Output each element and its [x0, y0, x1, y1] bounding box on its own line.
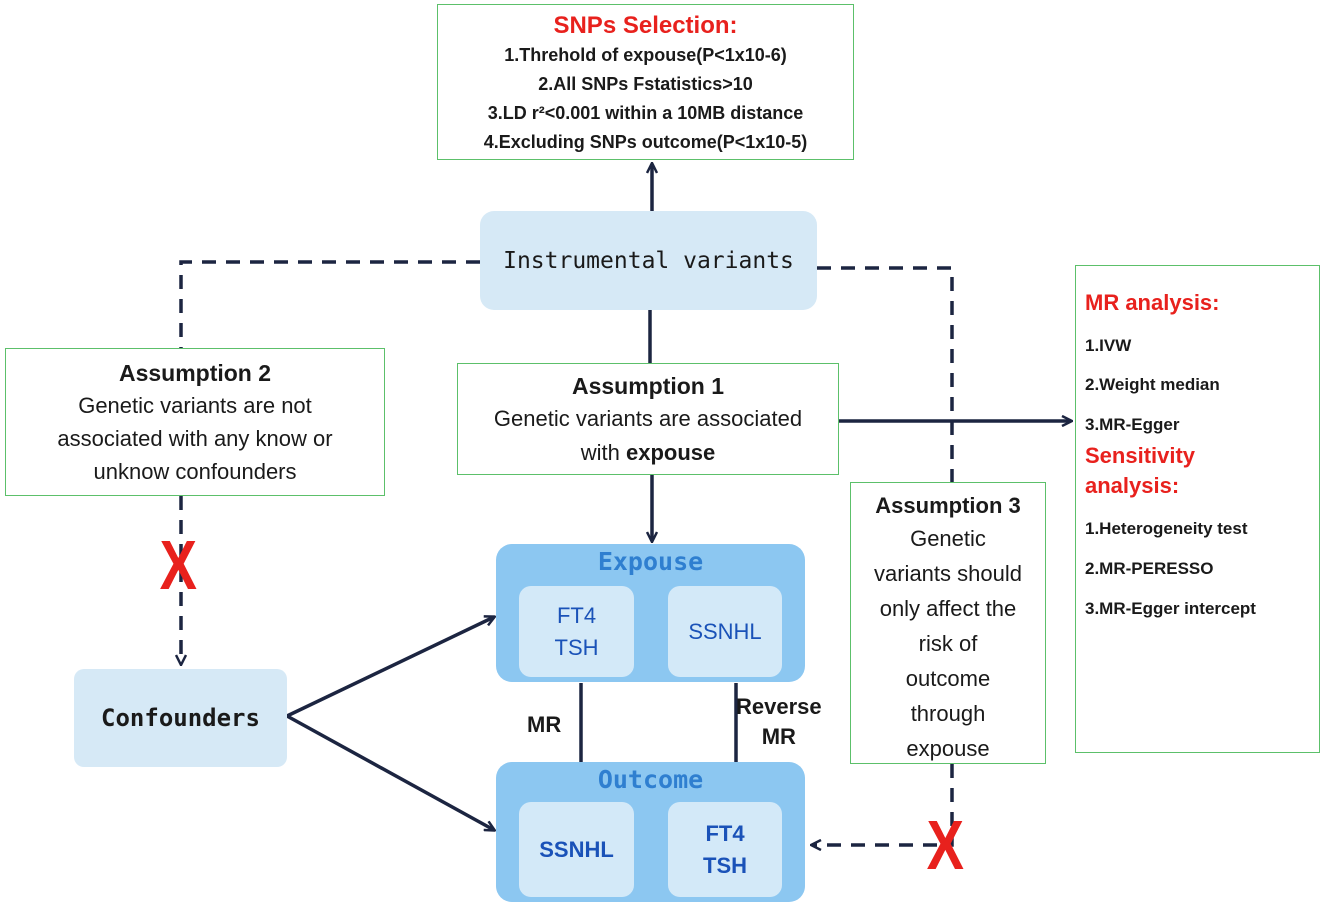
mr-analysis-title: MR analysis:: [1085, 290, 1220, 315]
assumption3-text: variants should: [874, 561, 1022, 586]
assumption1-text-2: with expouse: [458, 436, 838, 470]
dashed-iv-to-assumption3: [817, 266, 954, 482]
sensitivity-item: 1.Heterogeneity test: [1085, 519, 1248, 538]
assumption3-text: risk of: [918, 631, 978, 656]
mr-analysis-item: 1.IVW: [1085, 336, 1132, 355]
outcome-container: Outcome SSNHL FT4 TSH: [496, 762, 805, 902]
sensitivity-item: 2.MR-PERESSO: [1085, 559, 1214, 578]
assumption2-text: Genetic variants are not: [78, 393, 312, 418]
outcome-ssnhl-box: SSNHL: [519, 802, 634, 897]
snps-selection-title: SNPs Selection:: [553, 12, 738, 39]
snps-item: 2.All SNPs Fstatistics>10: [538, 74, 753, 94]
exposure-ft4-tsh-box: FT4 TSH: [519, 586, 634, 677]
reverse-mr-label-line2: MR: [761, 724, 796, 749]
assumption2-title: Assumption 2: [118, 360, 272, 386]
outcome-ssnhl-label: SSNHL: [539, 836, 614, 862]
mr-analysis-item: 2.Weight median: [1085, 375, 1220, 394]
snps-item: 3.LD r²<0.001 within a 10MB distance: [487, 103, 804, 123]
reverse-mr-label-line1: Reverse: [736, 694, 822, 719]
outcome-title: Outcome: [597, 765, 704, 794]
sensitivity-item: 3.MR-Egger intercept: [1085, 599, 1256, 618]
assumption3-title: Assumption 3: [875, 493, 1021, 518]
instrumental-variants-box: Instrumental variants: [480, 211, 817, 310]
arrow-confounders-to-exposure: [286, 617, 494, 718]
x-mark-confounders: X: [159, 526, 198, 604]
confounders-label: Confounders: [101, 704, 260, 732]
exposure-ft4-label: FT4: [556, 602, 597, 628]
assumption3-text: outcome: [905, 666, 991, 691]
assumption2-text: associated with any know or: [57, 426, 333, 451]
outcome-ft4-tsh-box: FT4 TSH: [668, 802, 782, 897]
mr-analysis-item: 3.MR-Egger: [1085, 415, 1180, 434]
assumption3-text: only affect the: [879, 596, 1017, 621]
dashed-iv-to-assumption2: [179, 260, 480, 348]
outcome-ft4-label: FT4: [705, 820, 745, 846]
snps-item: 1.Threhold of expouse(P<1x10-6): [504, 45, 787, 65]
sensitivity-title-2: analysis:: [1085, 473, 1180, 498]
snps-item: 4.Excluding SNPs outcome(P<1x10-5): [483, 132, 808, 152]
mr-label: MR: [527, 712, 562, 737]
assumption3-box: Assumption 3 Genetic variants should onl…: [850, 482, 1046, 764]
instrumental-variants-label: Instrumental variants: [503, 247, 794, 274]
exposure-container: Expouse FT4 TSH SSNHL: [496, 544, 805, 682]
snps-selection-box: SNPs Selection: 1.Threhold of expouse(P<…: [437, 4, 854, 160]
sensitivity-title: Sensitivity: [1085, 443, 1196, 468]
confounders-box: Confounders: [74, 669, 287, 767]
assumption3-text: through: [910, 701, 986, 726]
mr-analysis-box: MR analysis: 1.IVW 2.Weight median 3.MR-…: [1075, 265, 1320, 753]
assumption3-text: Genetic: [910, 526, 986, 551]
exposure-ssnhl-label: SSNHL: [688, 618, 762, 644]
assumption1-box: Assumption 1 Genetic variants are associ…: [457, 363, 839, 475]
assumption2-text: unknow confounders: [93, 459, 297, 484]
x-mark-outcome: X: [926, 806, 965, 884]
assumption1-title: Assumption 1: [571, 373, 725, 399]
dashed-assumption3-to-outcome: [812, 764, 954, 845]
exposure-tsh-label: TSH: [554, 634, 599, 660]
assumption3-text: expouse: [906, 736, 990, 761]
assumption1-exposure-word: expouse: [625, 440, 716, 465]
arrow-confounders-to-outcome: [286, 714, 494, 830]
exposure-ssnhl-box: SSNHL: [668, 586, 782, 677]
assumption2-box: Assumption 2 Genetic variants are not as…: [5, 348, 385, 496]
outcome-tsh-label: TSH: [703, 852, 747, 878]
assumption1-text: Genetic variants are associated: [493, 406, 803, 431]
exposure-title: Expouse: [597, 547, 704, 576]
assumption1-prefix: with: [580, 440, 626, 465]
reverse-mr-label: Reverse MR: [736, 692, 822, 752]
